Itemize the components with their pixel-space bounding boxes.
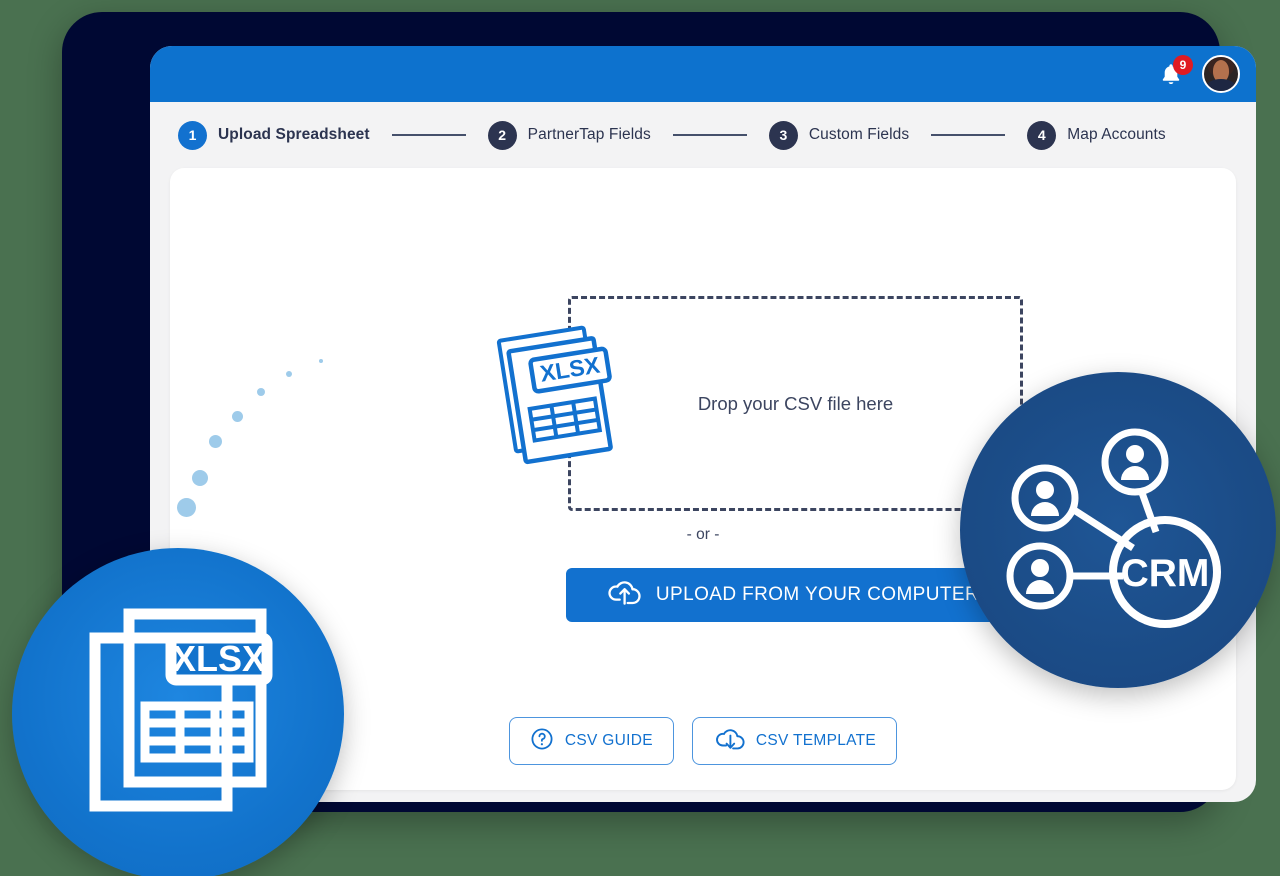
csv-guide-button[interactable]: CSV GUIDE <box>508 717 674 765</box>
notifications-button[interactable]: 9 <box>1158 55 1193 89</box>
avatar-body <box>1206 79 1236 91</box>
or-divider: - or - <box>686 526 720 543</box>
step-partnertap-fields[interactable]: 2 PartnerTap Fields <box>487 120 651 150</box>
step-label-2: PartnerTap Fields <box>527 126 651 143</box>
step-label-1: Upload Spreadsheet <box>218 126 370 143</box>
trail-dot-1 <box>177 498 196 517</box>
step-label-3: Custom Fields <box>808 126 910 143</box>
csv-guide-label: CSV GUIDE <box>564 732 653 749</box>
step-number-badge-3: 3 <box>768 120 798 150</box>
xlsx-file-icon: XLSX <box>490 317 630 474</box>
svg-text:CRM: CRM <box>1121 552 1210 595</box>
spreadsheet-files-icon: XLSX <box>89 608 273 811</box>
step-connector-1 <box>391 134 466 136</box>
svg-text:XLSX: XLSX <box>172 638 266 679</box>
notification-badge: 9 <box>1173 55 1193 75</box>
question-circle-icon <box>530 727 554 756</box>
step-number-badge-1: 1 <box>178 120 207 150</box>
step-custom-fields[interactable]: 3 Custom Fields <box>768 120 910 150</box>
avatar[interactable] <box>1202 55 1240 93</box>
avatar-face <box>1213 60 1229 83</box>
secondary-actions: CSV GUIDE CSV TEMPLATE <box>170 717 1236 765</box>
trail-dot-7 <box>319 359 323 363</box>
step-number-badge-2: 2 <box>487 120 517 150</box>
upload-button-label: UPLOAD FROM YOUR COMPUTER <box>655 584 980 605</box>
xlsx-badge: XLSX <box>12 548 344 876</box>
step-connector-3 <box>931 134 1006 136</box>
upload-from-computer-button[interactable]: UPLOAD FROM YOUR COMPUTER <box>566 568 1018 622</box>
trail-dot-5 <box>257 388 265 396</box>
header-actions: 9 <box>1158 55 1240 93</box>
csv-template-button[interactable]: CSV TEMPLATE <box>691 717 898 765</box>
dropzone-label: Drop your CSV file here <box>697 392 894 414</box>
network-people-icon: CRM <box>1006 428 1221 628</box>
csv-dropzone[interactable]: Drop your CSV file here <box>568 296 1023 511</box>
step-label-4: Map Accounts <box>1067 126 1166 143</box>
trail-dot-2 <box>192 470 208 486</box>
step-map-accounts[interactable]: 4 Map Accounts <box>1027 120 1166 150</box>
cloud-upload-icon <box>605 579 641 612</box>
step-number-badge-4: 4 <box>1027 120 1057 150</box>
csv-template-label: CSV TEMPLATE <box>755 732 877 749</box>
step-connector-2 <box>672 134 747 136</box>
trail-dot-4 <box>232 411 243 422</box>
cloud-download-icon <box>713 727 745 756</box>
crm-badge: CRM <box>960 372 1276 688</box>
trail-dot-3 <box>209 435 222 448</box>
step-upload-spreadsheet[interactable]: 1 Upload Spreadsheet <box>178 120 370 150</box>
app-header: 9 <box>150 46 1256 102</box>
wizard-stepper: 1 Upload Spreadsheet 2 PartnerTap Fields… <box>150 102 1256 168</box>
trail-dot-6 <box>286 371 292 377</box>
